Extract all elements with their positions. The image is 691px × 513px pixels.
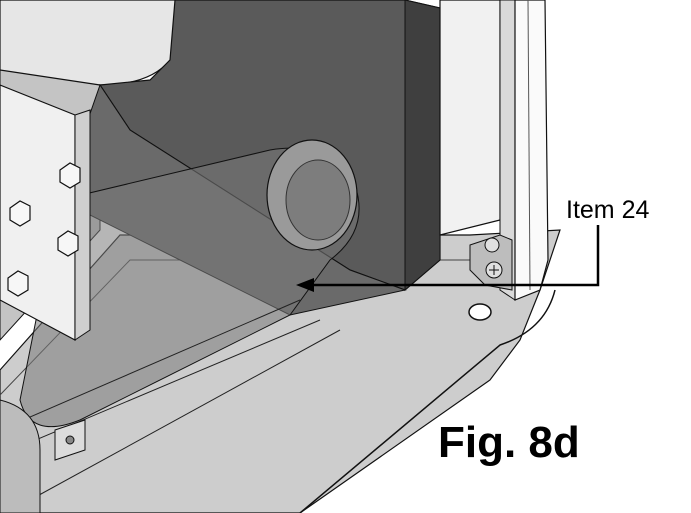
- plate-hole: [468, 303, 492, 321]
- outer-frame: [514, 0, 549, 301]
- hex-bolt: [57, 230, 79, 257]
- tube-inner: [285, 159, 351, 241]
- right-panel: [439, 0, 501, 236]
- rail-line-2: [0, 319, 321, 456]
- dark-block-side: [404, 0, 441, 292]
- figure-label: Fig. 8d: [438, 418, 580, 467]
- screw-slot: [489, 265, 499, 275]
- rail-line-3: [29, 329, 341, 501]
- callout-label: Item 24: [566, 196, 650, 224]
- upper-cylinder: [0, 0, 180, 86]
- screw-upper: [484, 237, 500, 253]
- hex-bolt: [7, 270, 29, 297]
- callout-leader-line: [300, 225, 600, 287]
- hex-bolt: [59, 162, 81, 189]
- bottom-part: [0, 399, 41, 513]
- rail-line-1: [0, 299, 301, 431]
- frame-line: [527, 0, 531, 291]
- plate-rounded-edge: [299, 289, 556, 513]
- hex-bolts: [7, 162, 81, 297]
- hex-bolt: [9, 200, 31, 227]
- small-bolt: [65, 435, 75, 445]
- bolt-plate-edge: [74, 109, 91, 341]
- callout-arrowhead: [296, 278, 314, 292]
